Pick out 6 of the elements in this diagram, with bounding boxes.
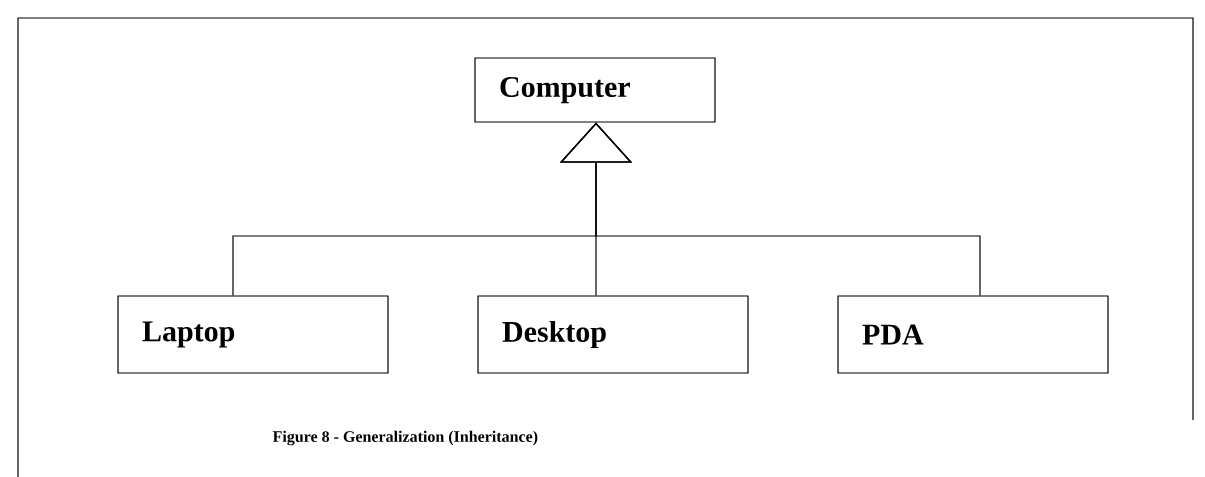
class-box: Computer bbox=[474, 57, 716, 123]
class-box: PDA bbox=[837, 295, 1109, 374]
class-box: Desktop bbox=[477, 295, 749, 374]
class-box: Laptop bbox=[117, 295, 389, 374]
generalization-arrow bbox=[559, 122, 981, 296]
figure-caption: Figure 8 - Generalization (Inheritance) bbox=[272, 430, 538, 446]
